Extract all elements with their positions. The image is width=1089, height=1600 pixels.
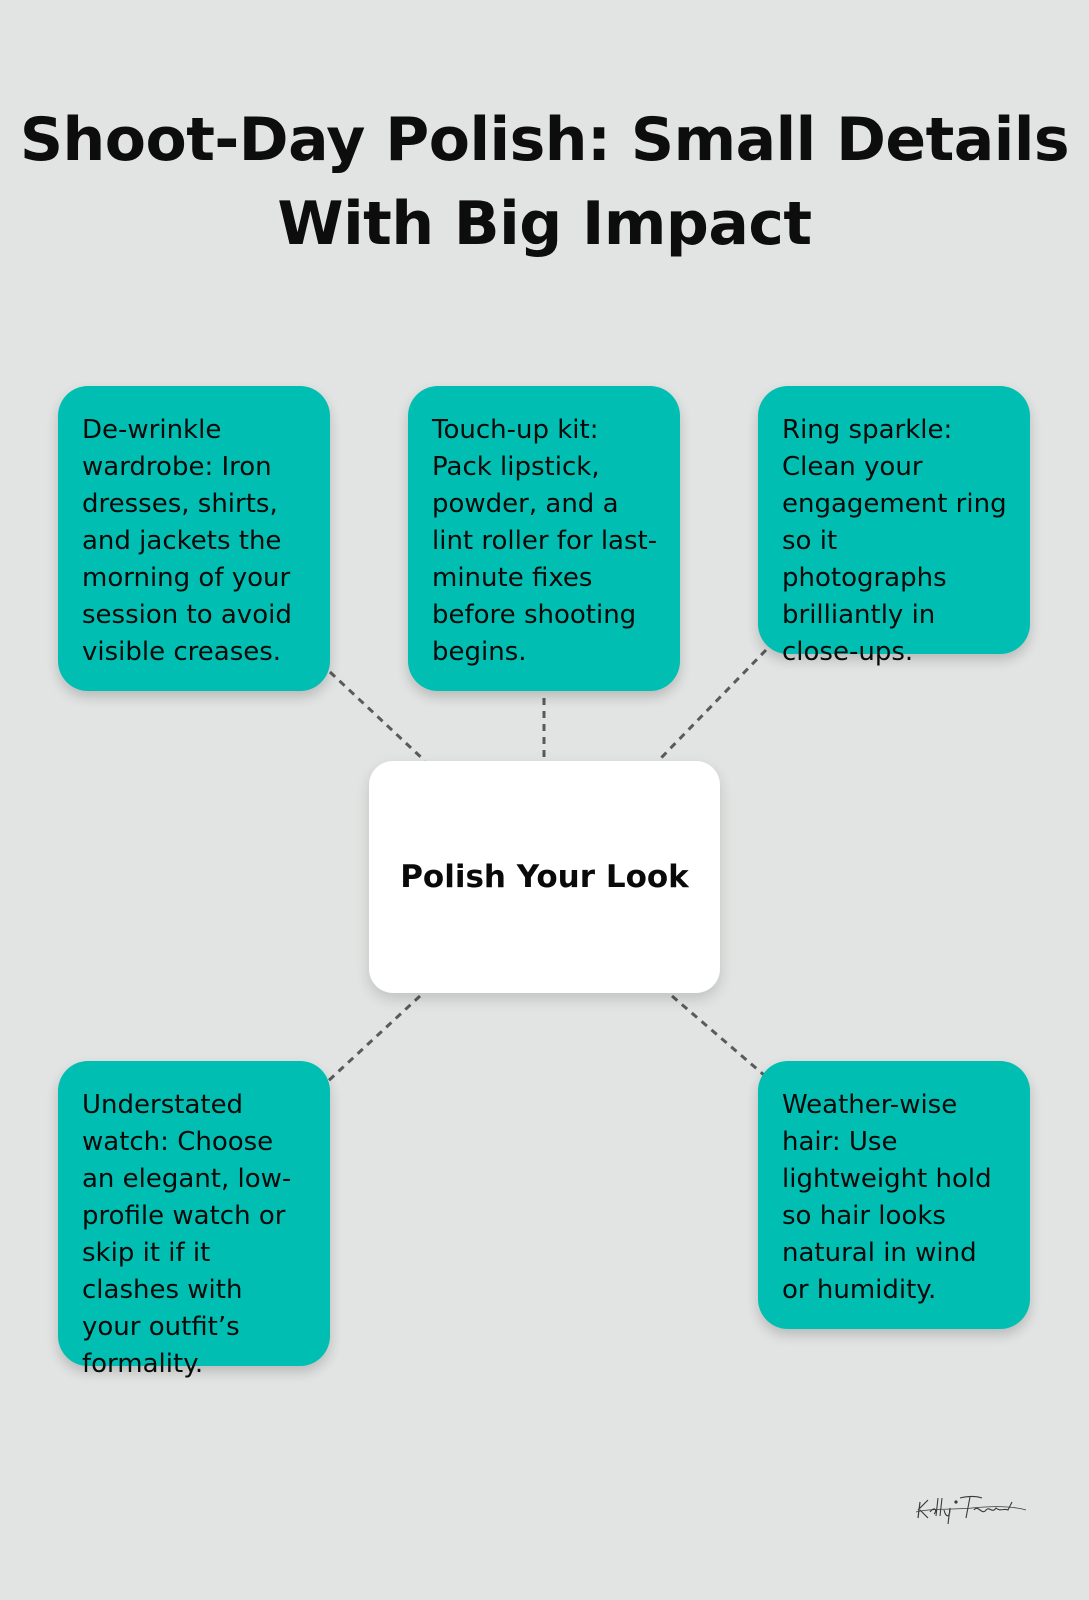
tip-card-text: Ring sparkle: Clean your engagement ring… (782, 415, 1007, 667)
connector-line (324, 994, 422, 1085)
connector-line (671, 994, 765, 1077)
brand-logo (915, 1495, 1027, 1525)
tip-card-ring-sparkle: Ring sparkle: Clean your engagement ring… (758, 386, 1030, 667)
tip-card-understated-watch: Understated watch: Choose an elegant, lo… (58, 1061, 330, 1379)
page-title: Shoot-Day Polish: Small Details With Big… (19, 105, 1070, 259)
tip-card-de-wrinkle: De-wrinkle wardrobe: Iron dresses, shirt… (58, 386, 330, 691)
tip-card-text: Weather-wise hair: Use lightweight hold … (782, 1090, 992, 1305)
center-node: Polish Your Look (369, 761, 720, 993)
tip-card-touch-up-kit: Touch-up kit: Pack lipstick, powder, and… (408, 386, 680, 691)
tip-card-weather-wise-hair: Weather-wise hair: Use lightweight hold … (758, 1061, 1030, 1329)
center-node-label: Polish Your Look (400, 859, 689, 895)
tip-card-text: De-wrinkle wardrobe: Iron dresses, shirt… (82, 415, 292, 667)
tip-card-text: Understated watch: Choose an elegant, lo… (82, 1090, 292, 1379)
tip-card-text: Touch-up kit: Pack lipstick, powder, and… (432, 415, 658, 667)
connector-line (328, 670, 427, 763)
